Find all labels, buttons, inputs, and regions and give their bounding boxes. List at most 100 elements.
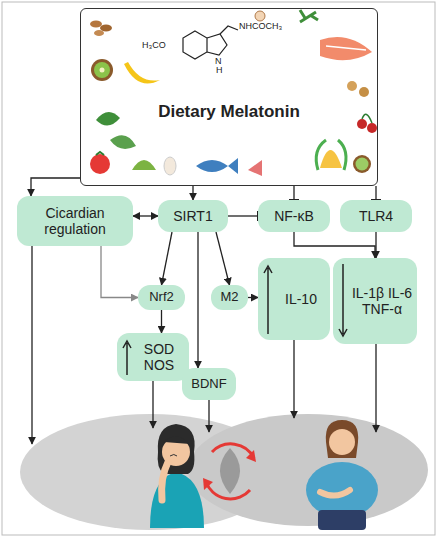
illustration-part: [183, 26, 238, 59]
arrow-connector: [162, 232, 173, 285]
process-box: Nrf2: [138, 285, 185, 310]
process-box: BDNF: [182, 368, 235, 400]
illustration-part: [90, 10, 377, 176]
illustration-part: [316, 140, 346, 170]
arrow-connector: [375, 232, 376, 258]
decrease-arrow: [337, 264, 349, 338]
process-box: IL-10: [258, 258, 330, 340]
illustration-part: [150, 424, 204, 528]
increase-arrow: [121, 339, 133, 375]
illustration-part: [246, 450, 256, 462]
process-box: Cicardian regulation: [17, 196, 133, 246]
illustration-part: [124, 62, 160, 84]
illustration-part: [357, 119, 367, 129]
arrow-connector: [216, 232, 230, 285]
illustration-part: [300, 10, 318, 22]
arrow-connector: [248, 297, 259, 298]
illustration-part: [220, 26, 238, 34]
process-box: SIRT1: [158, 200, 228, 232]
process-box: TLR4: [340, 200, 412, 232]
illustration-part: [293, 340, 294, 418]
illustration-part: [188, 414, 428, 526]
illustration-part: [248, 160, 262, 176]
formula-label: H₃CO: [142, 40, 166, 50]
formula-label: NHCOCH₃: [239, 21, 282, 31]
inhibition-connector: [228, 215, 258, 216]
illustration-part: [162, 462, 168, 500]
formula-label: H: [216, 65, 223, 75]
node-text: TLR4: [359, 208, 393, 224]
illustration-part: [203, 478, 213, 490]
illustration-part: [94, 62, 110, 78]
process-box: SOD NOS: [117, 333, 189, 381]
node-text: M2: [220, 290, 238, 305]
process-box: IL-1β IL-6 TNF-α: [333, 258, 417, 344]
arrow-connector: [192, 186, 193, 200]
illustration-part: [152, 381, 153, 428]
illustration-part: [183, 31, 207, 59]
illustration-part: [170, 455, 177, 457]
illustration-part: [100, 25, 112, 32]
illustration-part: [90, 154, 110, 174]
illustration-part: [320, 490, 350, 496]
illustration-part: [367, 123, 377, 133]
illustration-part: [356, 158, 369, 171]
node-text: SIRT1: [173, 208, 212, 224]
arrow-stroke: [339, 264, 347, 336]
increase-arrow: [262, 264, 274, 334]
illustration-part: [220, 448, 240, 494]
illustration-part: [110, 135, 136, 149]
illustration-part: [90, 21, 102, 28]
illustration-part: [306, 462, 378, 518]
illustration-part: [359, 87, 369, 97]
arrow-connector: [294, 232, 375, 258]
process-box: M2: [211, 285, 247, 310]
illustration-part: [326, 46, 366, 50]
illustration-part: [255, 11, 265, 21]
node-text: IL-1β IL-6 TNF-α: [351, 285, 413, 317]
formula-label: N: [215, 56, 222, 66]
arrow-connector: [101, 246, 138, 298]
illustration-part: [208, 400, 209, 432]
arrow-connector: [31, 178, 80, 196]
illustration-part: [164, 157, 176, 175]
inhibition-connector: [375, 186, 376, 200]
node-text: NF-κB: [274, 208, 314, 224]
illustration-part: [96, 152, 104, 155]
node-text: Cicardian regulation: [21, 205, 129, 237]
illustration-part: [207, 34, 227, 55]
illustration-part: [91, 59, 113, 81]
illustration-part: [132, 160, 156, 170]
illustration-part: [362, 114, 372, 123]
illustration-part: [2, 2, 435, 535]
illustration-part: [326, 420, 358, 458]
illustration-part: [100, 68, 105, 73]
illustration-part: [94, 30, 104, 36]
illustration-part: [320, 37, 372, 60]
node-text: Nrf2: [149, 290, 174, 305]
illustration-part: [32, 246, 376, 444]
illustration-part: [164, 436, 190, 444]
illustration-part: [306, 420, 378, 530]
node-text: SOD NOS: [133, 341, 185, 373]
inhibition-connector: [293, 186, 294, 200]
process-box: NF-κB: [258, 200, 330, 232]
illustration-part: [196, 158, 238, 174]
illustration-part: [353, 155, 371, 173]
illustration-part: [31, 246, 32, 444]
arrow-connector: [133, 215, 158, 216]
node-text: IL-10: [285, 291, 317, 307]
node-text: BDNF: [191, 377, 226, 392]
arrow-connector: [197, 232, 198, 368]
illustration-part: [318, 510, 366, 530]
illustration-part: [96, 112, 120, 126]
arrow-stroke: [264, 266, 272, 334]
source-box: Dietary Melatonin: [80, 8, 378, 186]
arrow-stroke: [123, 341, 131, 375]
illustration-part: [320, 150, 342, 168]
illustration-part: [329, 429, 355, 455]
illustration-part: [212, 444, 254, 458]
illustration-part: [347, 81, 357, 91]
illustration-part: [375, 344, 376, 432]
illustration-part: [206, 482, 250, 499]
